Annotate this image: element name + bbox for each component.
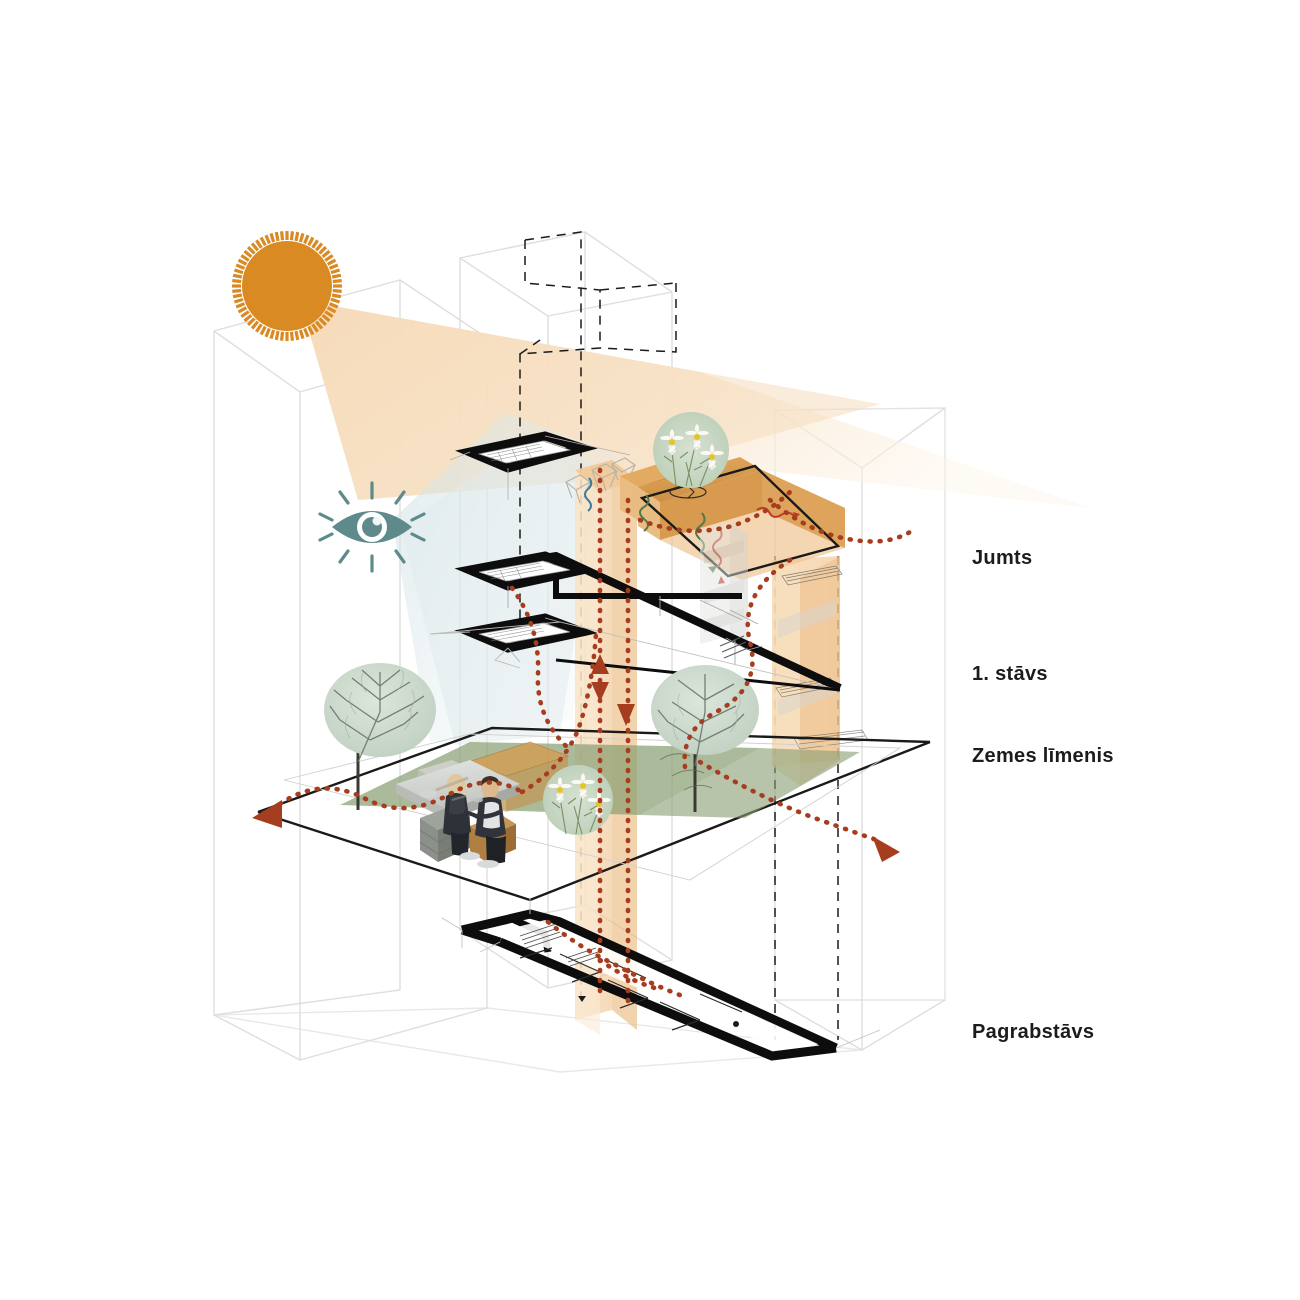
arrow-inlet-left-icon (252, 800, 282, 828)
roof-service-core (700, 522, 748, 648)
basement-floor-plate (441, 898, 881, 1061)
tree-right (651, 665, 759, 812)
arrow-stack-down-a-icon (591, 682, 609, 702)
arrow-outlet-right-icon (872, 836, 900, 862)
arrow-stack-up-icon (591, 654, 609, 674)
eye-rays-icon (318, 481, 426, 573)
sun-ray-icon (232, 231, 342, 341)
eye-icon (318, 481, 426, 573)
airflow-arrow-tips (252, 654, 900, 862)
mid-floor-plate-fragment (429, 613, 841, 692)
right-ventilation-shaft (772, 556, 869, 786)
daisy-vignette-roof (653, 412, 729, 488)
people-at-concrete-table (396, 760, 520, 868)
arrow-stack-down-b-icon (617, 704, 635, 726)
level-label-ground-level: Zemes līmenis (972, 745, 1114, 767)
level-label-roof: Jumts (972, 547, 1033, 569)
level-label-first-floor: 1. stāvs (972, 663, 1048, 685)
level-label-basement: Pagrabstāvs (972, 1021, 1095, 1043)
squiggle-blue-icon (584, 477, 593, 512)
sun-icon (232, 231, 342, 341)
tree-left (324, 663, 436, 810)
roof-floor-plate (449, 431, 631, 500)
daisy-vignette-ground (543, 765, 613, 835)
airflow-path (269, 467, 919, 1005)
person-right (460, 776, 506, 868)
first-floor-plate (454, 551, 842, 692)
